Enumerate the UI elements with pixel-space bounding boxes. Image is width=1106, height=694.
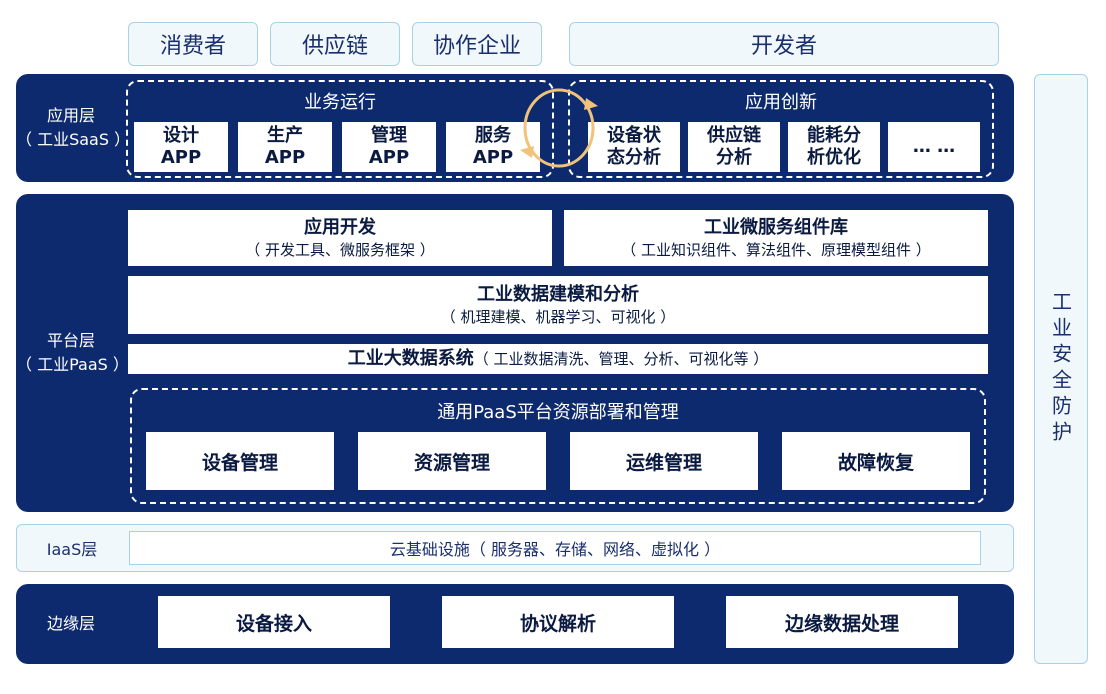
app-development-box: 应用开发 （ 开发工具、微服务框架 ） [128, 210, 552, 266]
big-data-system-box: 工业大数据系统 （ 工业数据清洗、管理、分析、可视化等 ） [128, 344, 988, 374]
iaas-layer: IaaS层 云基础设施（ 服务器、存储、网络、虚拟化 ） [16, 524, 1014, 572]
microservice-library-box: 工业微服务组件库 （ 工业知识组件、算法组件、原理模型组件 ） [564, 210, 988, 266]
edge-layer-label: 边缘层 [46, 614, 95, 633]
role-consumer: 消费者 [128, 22, 258, 66]
security-label: 工业安全防护 [1048, 291, 1073, 447]
edge-data-processing-box: 边缘数据处理 [726, 596, 958, 648]
business-operation-title: 业务运行 [304, 92, 376, 113]
energy-optimization-box: 能耗分析优化 [788, 122, 880, 172]
paas-resource-group: 通用PaaS平台资源部署和管理 设备管理 资源管理 运维管理 故障恢复 [130, 388, 986, 504]
role-supply-chain: 供应链 [270, 22, 400, 66]
fault-recovery-box: 故障恢复 [782, 432, 970, 490]
paas-layer: 平台层 （ 工业PaaS ） 应用开发 （ 开发工具、微服务框架 ） 工业微服务… [16, 194, 1014, 512]
edge-layer: 边缘层 设备接入 协议解析 边缘数据处理 [16, 584, 1014, 664]
iaas-layer-label: IaaS层 [46, 540, 98, 559]
more-apps-box: … … [888, 122, 980, 172]
cycle-arrows-icon [520, 88, 598, 168]
application-innovation-title: 应用创新 [745, 92, 817, 113]
device-management-box: 设备管理 [146, 432, 334, 490]
application-innovation-group: 应用创新 设备状态分析 供应链分析 能耗分析优化 … … [568, 80, 994, 178]
protocol-parsing-box: 协议解析 [442, 596, 674, 648]
paas-resource-title: 通用PaaS平台资源部署和管理 [437, 402, 679, 423]
data-modeling-box: 工业数据建模和分析 （ 机理建模、机器学习、可视化 ） [128, 276, 988, 334]
supply-chain-analysis-box: 供应链分析 [688, 122, 780, 172]
device-access-box: 设备接入 [158, 596, 390, 648]
security-box: 工业安全防护 [1034, 74, 1088, 664]
role-partner-enterprise: 协作企业 [412, 22, 542, 66]
operations-management-box: 运维管理 [570, 432, 758, 490]
cloud-infrastructure-box: 云基础设施（ 服务器、存储、网络、虚拟化 ） [129, 531, 981, 565]
resource-management-box: 资源管理 [358, 432, 546, 490]
saas-layer-label: 应用层 （ 工业SaaS ） [16, 106, 131, 149]
role-developer: 开发者 [569, 22, 999, 66]
equipment-status-analysis-box: 设备状态分析 [588, 122, 680, 172]
paas-layer-label: 平台层 （ 工业PaaS ） [16, 331, 129, 374]
